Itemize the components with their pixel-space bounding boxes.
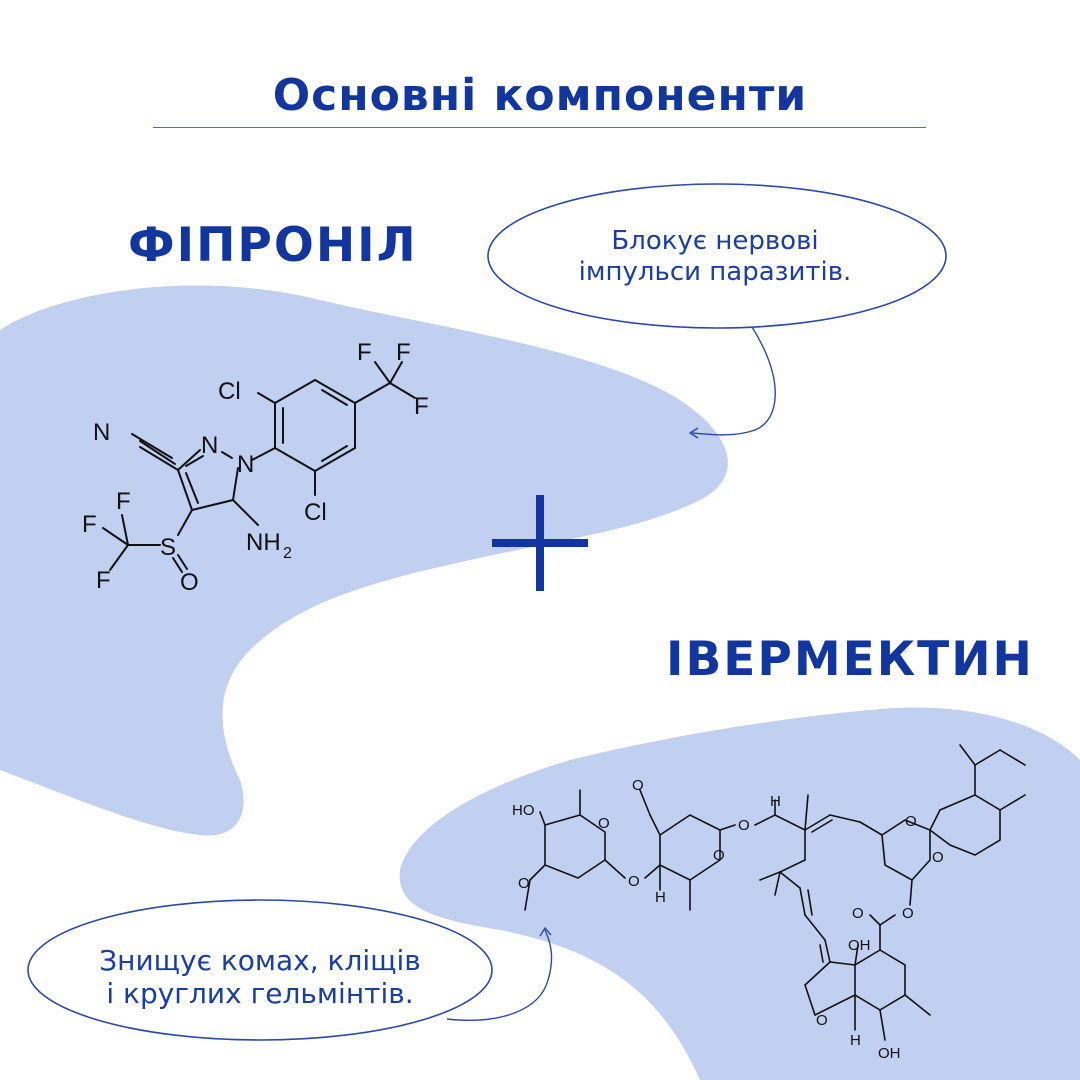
atom-label: H bbox=[655, 889, 666, 906]
ivermectin-arrowhead bbox=[539, 926, 552, 937]
fipronil-description: Блокує нервові імпульси паразитів. bbox=[515, 226, 915, 288]
atom-label: Cl bbox=[218, 378, 241, 405]
atom-label: O bbox=[905, 813, 917, 830]
atom-label: O bbox=[632, 777, 644, 794]
atom-label: O bbox=[852, 905, 864, 922]
ivermectin-description-line: Знищує комах, кліщів bbox=[99, 944, 421, 977]
atom-label: O bbox=[816, 1012, 828, 1029]
atom-label: O bbox=[518, 875, 530, 892]
atom-label: N bbox=[237, 451, 254, 478]
fipronil-arrowhead bbox=[688, 427, 699, 439]
atom-label: O bbox=[902, 905, 914, 922]
fipronil-bubble bbox=[487, 183, 947, 329]
atom-label: H bbox=[850, 1032, 861, 1049]
ivermectin-bubble bbox=[27, 899, 493, 1041]
ivermectin-description: Знищує комах, кліщів і круглих гельмінті… bbox=[60, 944, 460, 1010]
atom-label: OH bbox=[878, 1045, 901, 1062]
atom-label: HO bbox=[512, 802, 535, 819]
atom-label: N bbox=[201, 432, 218, 459]
fipronil-description-line: імпульси паразитів. bbox=[578, 257, 852, 287]
fipronil-description-line: Блокує нервові bbox=[611, 226, 819, 256]
atom-label: F bbox=[82, 511, 97, 538]
atom-label: F bbox=[96, 567, 111, 594]
atom-label: F bbox=[357, 339, 372, 366]
atom-label: O bbox=[180, 569, 199, 596]
page-title: Основні компоненти bbox=[272, 70, 808, 121]
ivermectin-description-line: і круглих гельмінтів. bbox=[106, 977, 414, 1010]
atom-label: OH bbox=[848, 937, 871, 954]
ivermectin-title: ІВЕРМЕКТИН bbox=[666, 632, 1034, 687]
atom-label: O bbox=[932, 849, 944, 866]
atom-label: O bbox=[628, 873, 640, 890]
atom-label: O bbox=[738, 817, 750, 834]
ivermectin-connector bbox=[446, 929, 553, 1021]
fipronil-title: ФІПРОНІЛ bbox=[128, 218, 418, 273]
atom-label: F bbox=[396, 339, 411, 366]
fipronil-blob bbox=[0, 285, 728, 836]
ivermectin-blob bbox=[399, 707, 1080, 1080]
atom-label: Cl bbox=[304, 499, 327, 526]
atom-label: F bbox=[116, 488, 131, 515]
title-divider bbox=[153, 127, 926, 128]
atom-label: O bbox=[598, 815, 610, 832]
atom-label: N bbox=[93, 419, 110, 446]
fipronil-connector bbox=[691, 326, 776, 436]
atom-label: F bbox=[414, 393, 429, 420]
atom-label: NH bbox=[246, 529, 281, 556]
atom-label: S bbox=[160, 534, 176, 561]
plus-icon bbox=[492, 495, 588, 591]
atom-label-subscript: 2 bbox=[283, 545, 292, 562]
atom-label: O bbox=[713, 847, 725, 864]
atom-label: H bbox=[770, 793, 781, 810]
